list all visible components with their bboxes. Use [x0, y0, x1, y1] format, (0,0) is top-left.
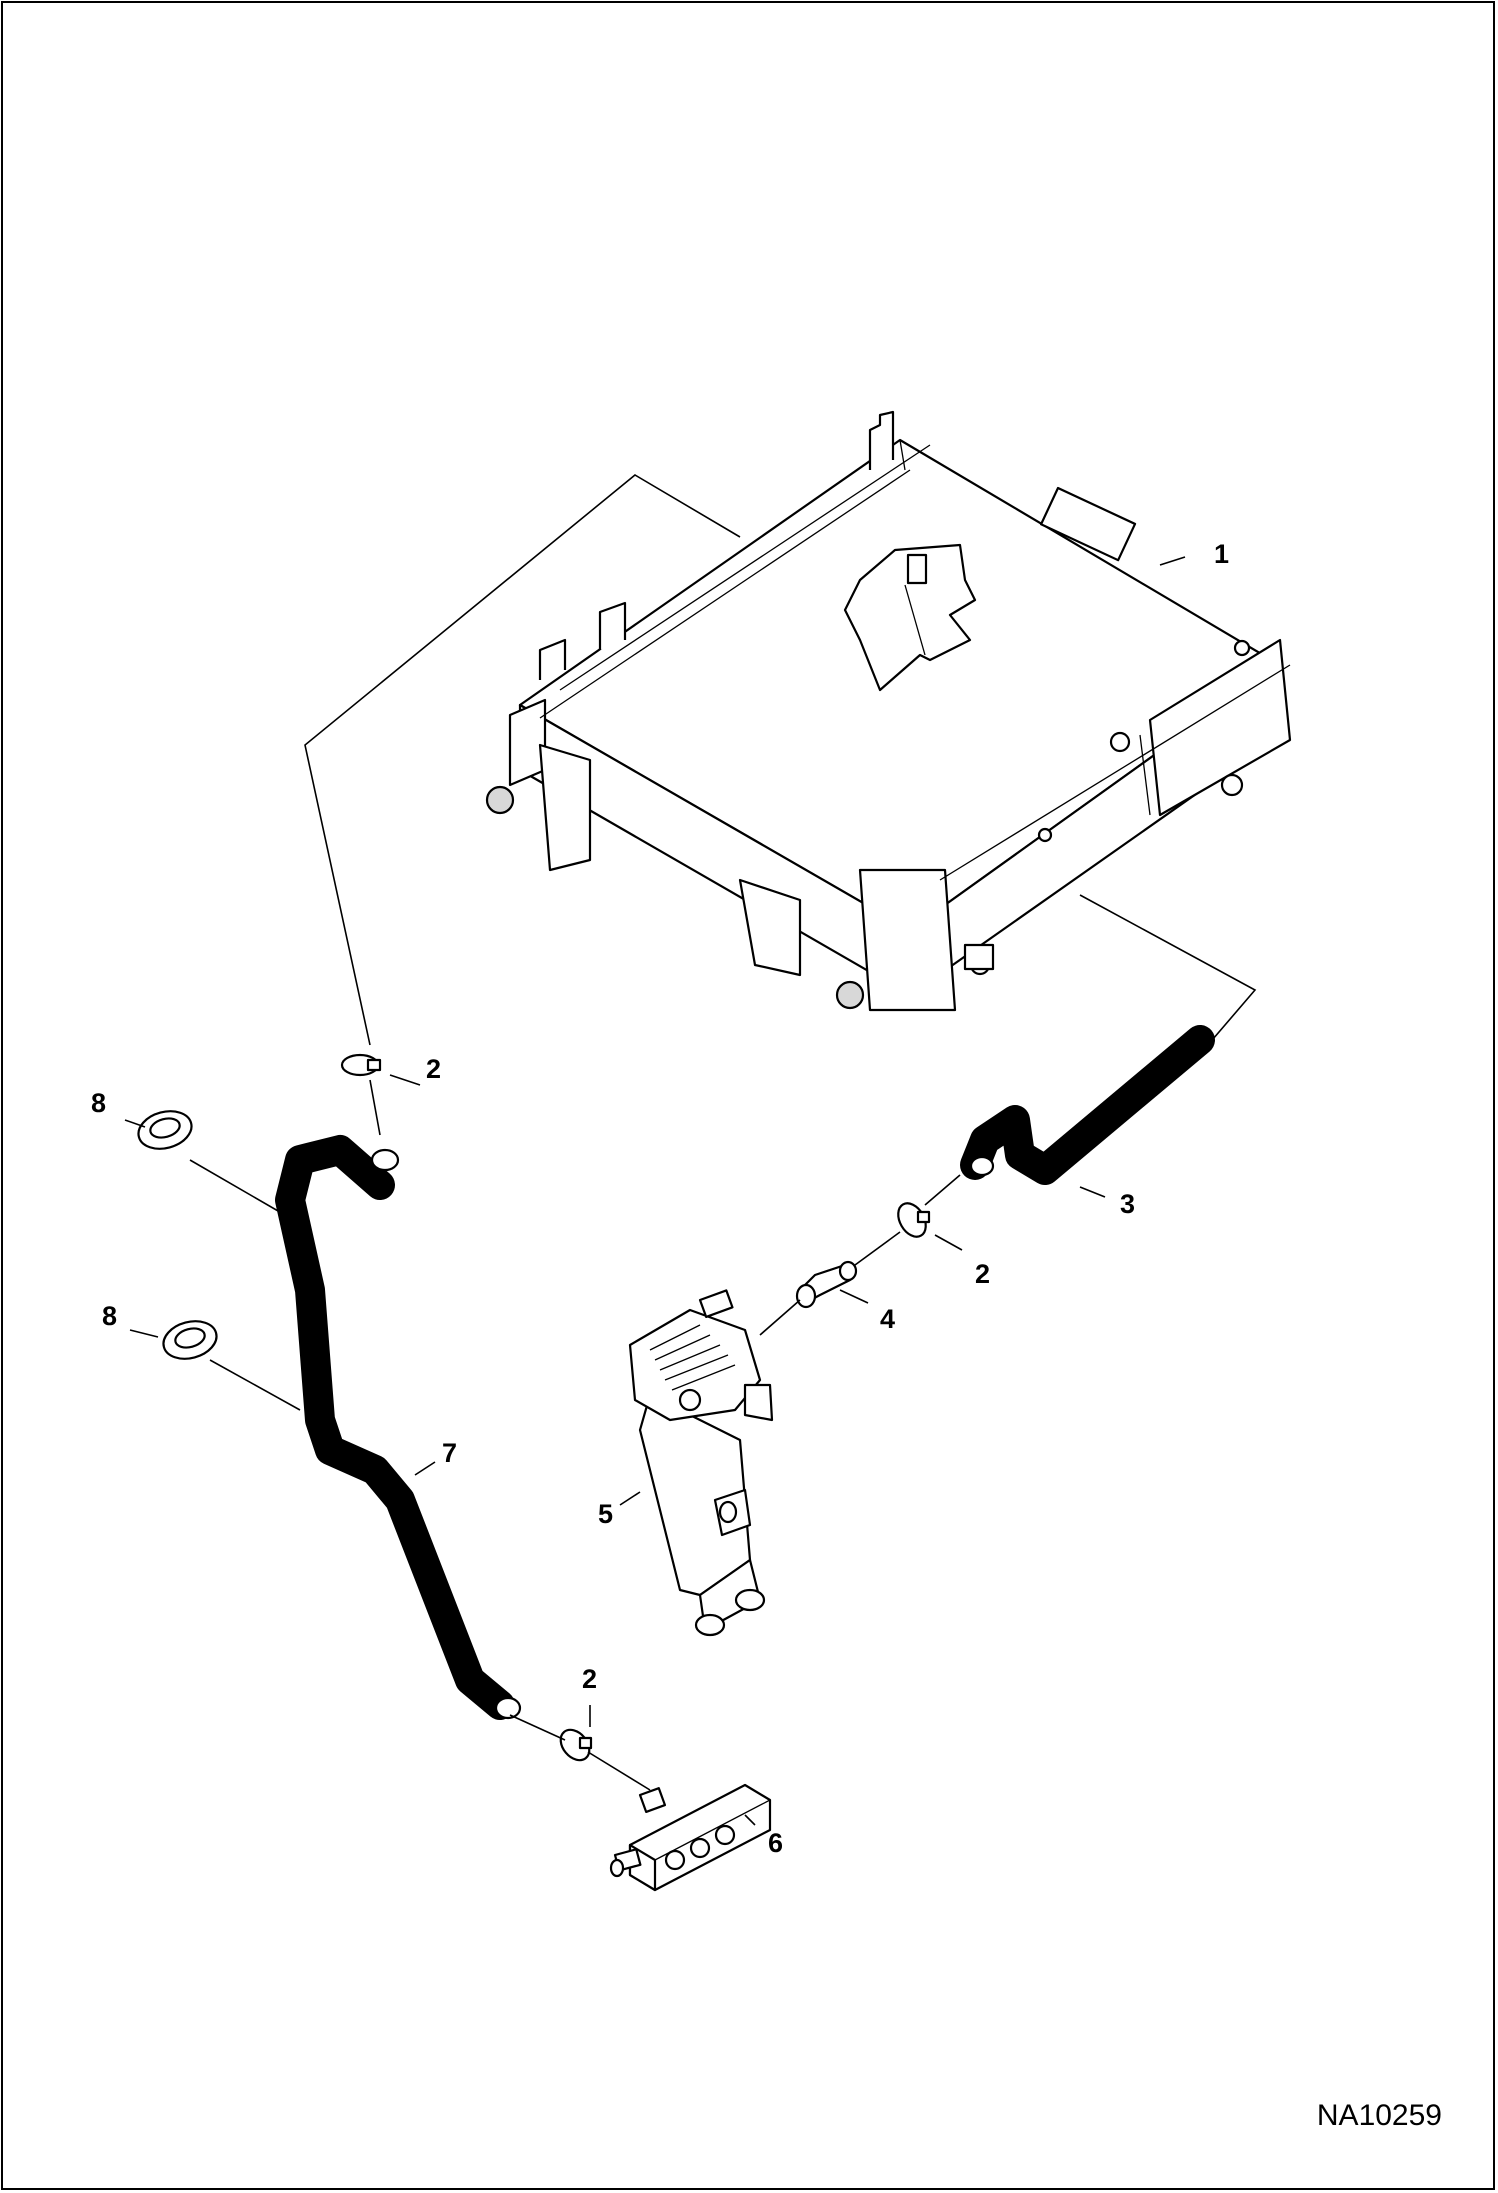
leader-radiator-left	[304, 474, 741, 1046]
hose-lower	[275, 1135, 522, 1720]
callout-5: 5	[598, 1499, 613, 1529]
figure-id: NA10259	[1316, 2099, 1442, 2132]
callout-7: 7	[442, 1438, 457, 1468]
callout-6: 6	[768, 1828, 783, 1858]
callout-3: 3	[1120, 1189, 1135, 1219]
callout-8b: 8	[102, 1301, 117, 1331]
clamp-middle	[897, 1202, 931, 1238]
clamp-upper-left	[340, 1053, 382, 1077]
clamp-lower	[559, 1728, 593, 1762]
callout-1: 1	[1214, 539, 1229, 569]
filter-separator	[628, 1289, 774, 1637]
leader-radiator-right	[1079, 894, 1257, 1061]
callout-4: 4	[880, 1304, 895, 1334]
grommet-upper	[137, 1110, 193, 1150]
fitting	[795, 1260, 858, 1309]
grommet-lower	[162, 1320, 218, 1360]
radiator-assembly	[485, 410, 1292, 1012]
callout-2b: 2	[975, 1259, 990, 1289]
callout-2a: 2	[426, 1054, 441, 1084]
hose-upper	[960, 1025, 1215, 1185]
manifold-block	[609, 1783, 772, 1892]
callout-2c: 2	[582, 1664, 597, 1694]
callout-8a: 8	[91, 1088, 106, 1118]
